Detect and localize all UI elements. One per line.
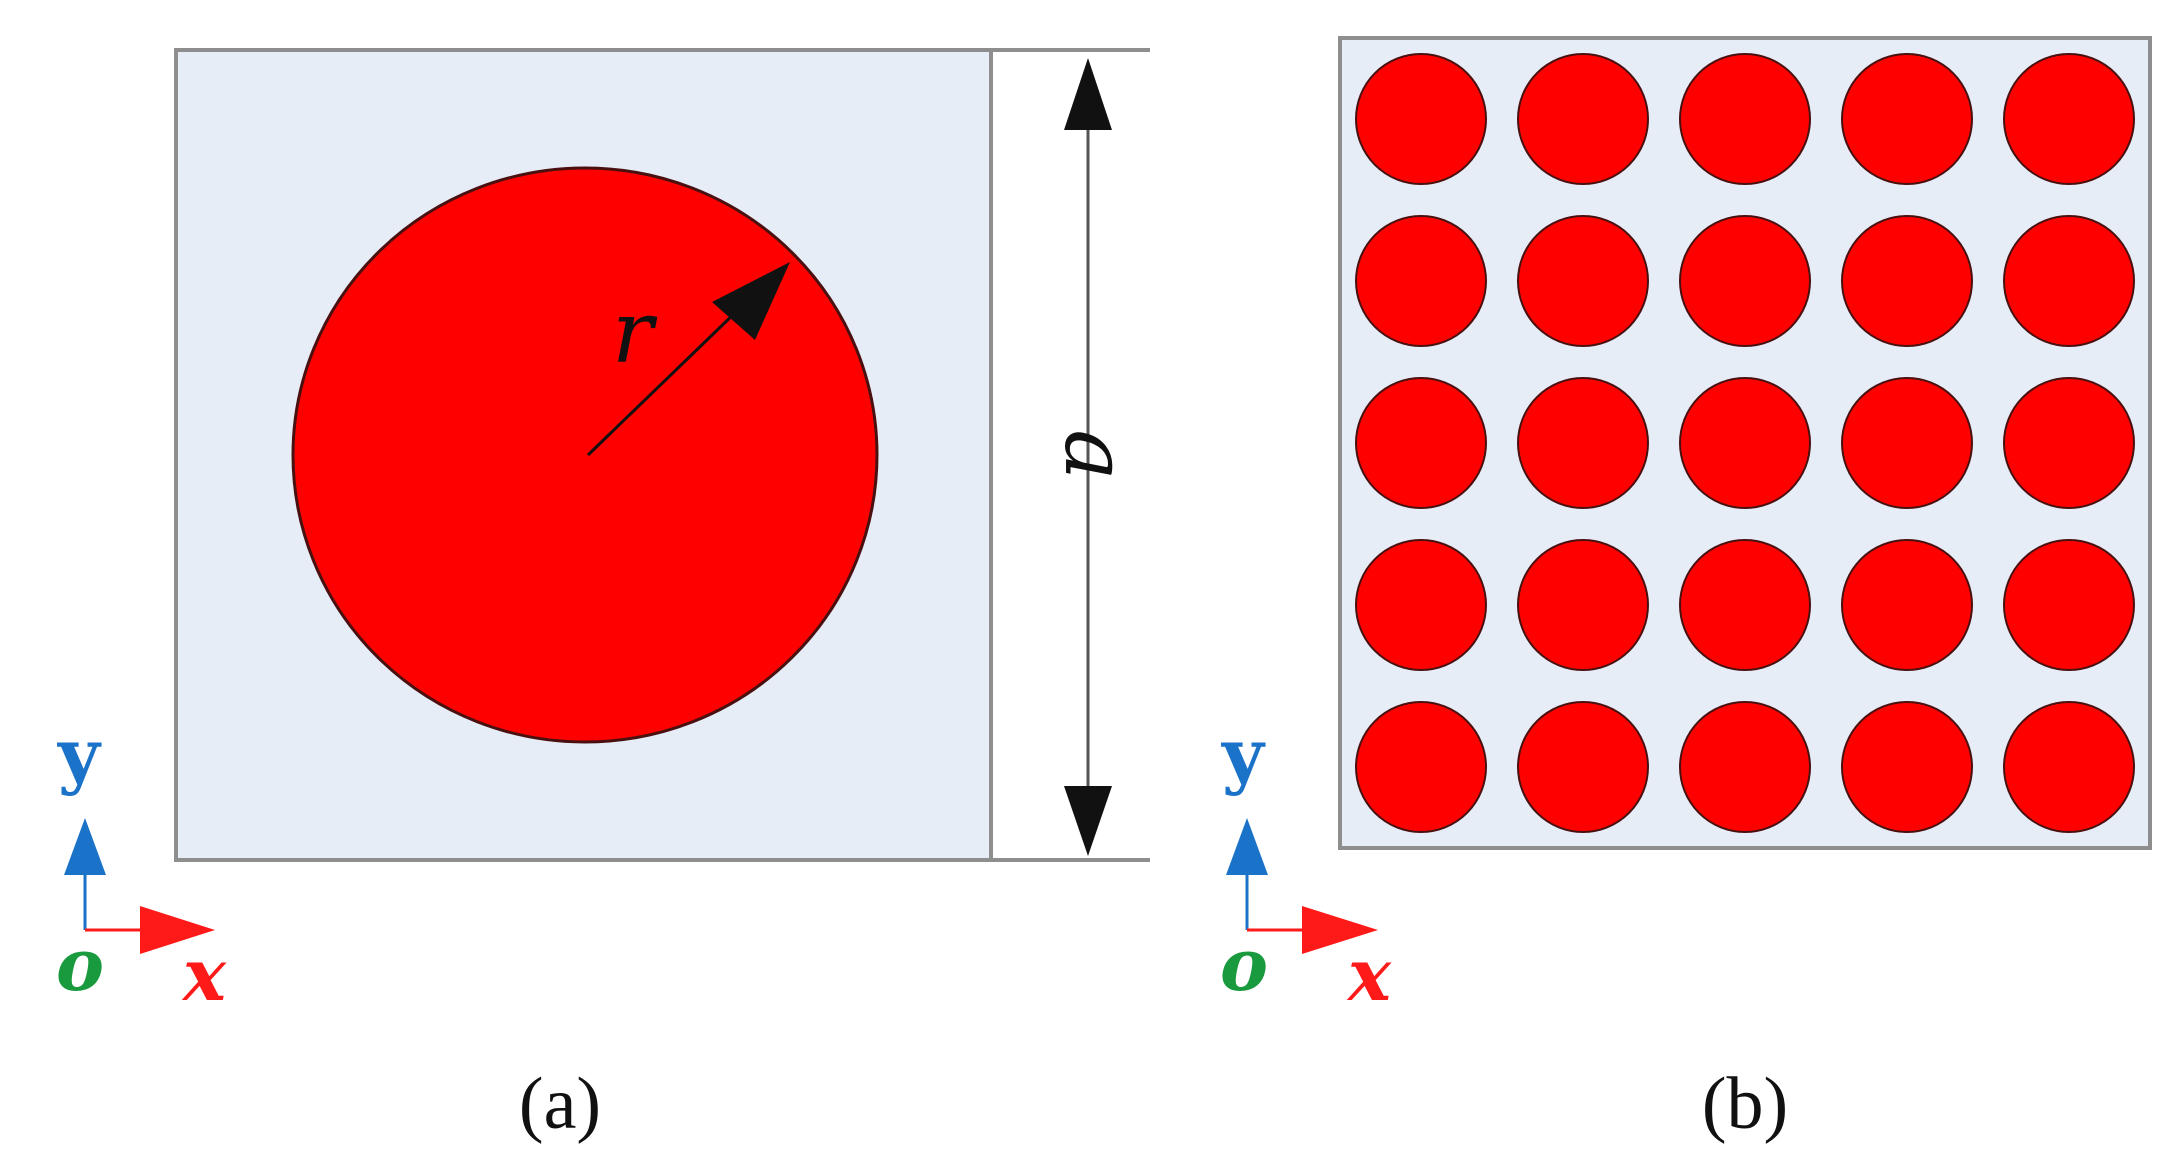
lattice-scatterer — [1841, 377, 1973, 509]
scatterer-circle — [291, 166, 879, 744]
lattice-grid — [1355, 53, 2135, 833]
lattice-scatterer — [2003, 701, 2135, 833]
lattice-scatterer — [1679, 539, 1811, 671]
x-axis-label: x — [181, 932, 227, 1017]
x-axis-arrow — [140, 906, 215, 954]
lattice-scatterer — [2003, 215, 2135, 347]
y-axis-arrow — [1226, 818, 1268, 875]
lattice-scatterer — [1679, 701, 1811, 833]
caption-b: (b) — [1702, 1063, 1788, 1145]
origin-label: o — [56, 922, 104, 1007]
y-axis-label: y — [1221, 712, 1266, 797]
lattice-scatterer — [1355, 215, 1487, 347]
x-axis-arrow — [1302, 906, 1378, 954]
lattice-scatterer — [2003, 53, 2135, 185]
lattice-scatterer — [1517, 53, 1649, 185]
lattice-scatterer — [1841, 215, 1973, 347]
radius-arrow-head — [712, 262, 790, 340]
lattice-scatterer — [1355, 53, 1487, 185]
panel-b — [1338, 36, 2152, 850]
lattice-scatterer — [1517, 539, 1649, 671]
lattice-scatterer — [1517, 215, 1649, 347]
lattice-scatterer — [1841, 53, 1973, 185]
lattice-scatterer — [2003, 377, 2135, 509]
axes-triad-b: y o x — [1220, 712, 1392, 1017]
lattice-arrow-top — [1064, 58, 1112, 130]
lattice-scatterer — [1841, 539, 1973, 671]
y-axis-label: y — [57, 712, 102, 797]
lattice-scatterer — [1517, 377, 1649, 509]
radius-arrow-line — [586, 308, 740, 457]
y-axis-arrow — [64, 818, 106, 875]
radius-label: r — [612, 283, 658, 383]
origin-label: o — [1220, 922, 1268, 1007]
lattice-constant-label: a — [1045, 429, 1145, 480]
lattice-arrow-bottom — [1064, 786, 1112, 856]
lattice-scatterer — [1679, 377, 1811, 509]
lattice-scatterer — [2003, 539, 2135, 671]
lattice-scatterer — [1355, 701, 1487, 833]
lattice-scatterer — [1355, 377, 1487, 509]
x-axis-label: x — [1346, 932, 1392, 1017]
lattice-scatterer — [1679, 215, 1811, 347]
axes-triad-a: y o x — [56, 712, 227, 1017]
lattice-scatterer — [1679, 53, 1811, 185]
lattice-scatterer — [1841, 701, 1973, 833]
lattice-scatterer — [1517, 701, 1649, 833]
caption-a: (a) — [519, 1063, 601, 1145]
lattice-scatterer — [1355, 539, 1487, 671]
panel-a: r a — [174, 48, 1150, 862]
